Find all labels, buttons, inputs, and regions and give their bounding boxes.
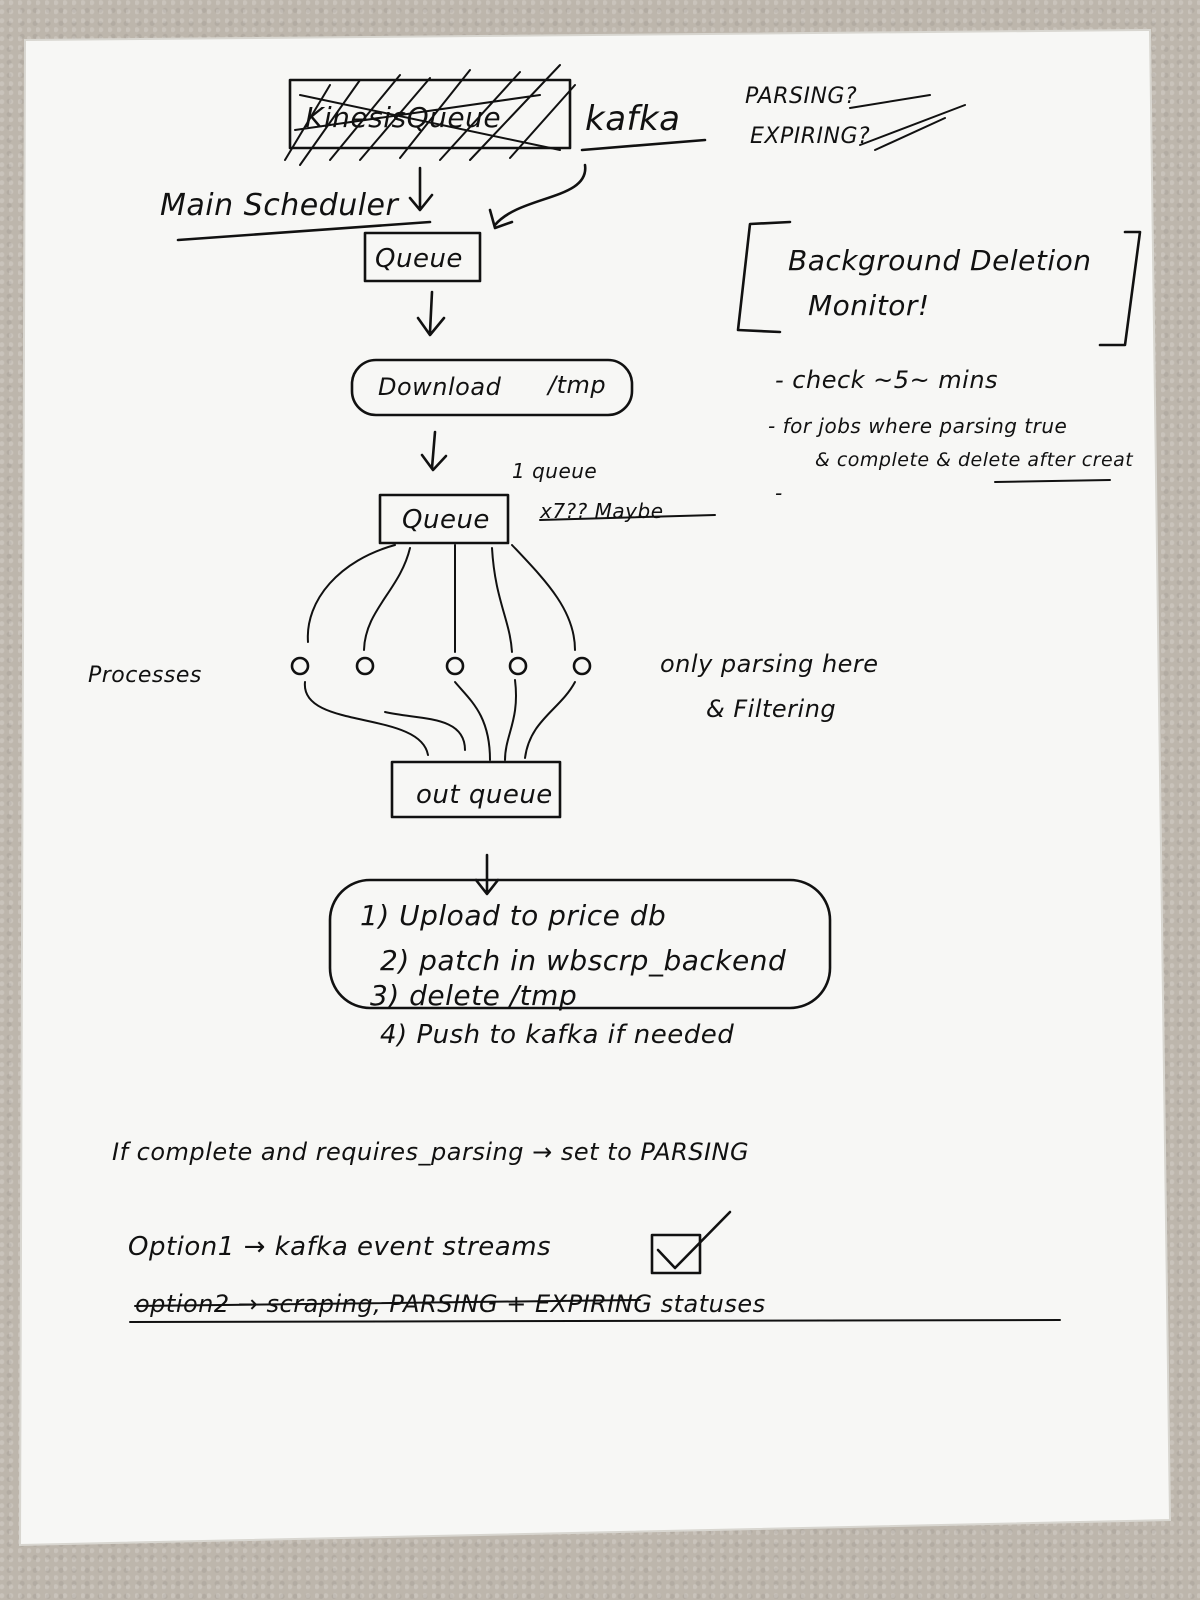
process-nodes [290, 656, 592, 676]
main-scheduler-label: Main Scheduler [160, 188, 400, 223]
download-path: /tmp [546, 371, 606, 399]
step-3: 3) delete /tmp [370, 979, 577, 1012]
background-title-line1: Background Deletion [788, 244, 1092, 277]
out-queue-label: out queue [416, 780, 553, 810]
out-queue-box [390, 760, 562, 819]
if-line: If complete and requires_parsing → set t… [112, 1138, 749, 1166]
background-bullet-2: - for jobs where parsing true [768, 414, 1067, 438]
crossed-word-box [288, 78, 572, 150]
arrow-to-queue-mid [420, 430, 448, 472]
option2-underline [129, 1319, 1061, 1323]
queue-mid-label: Queue [402, 505, 490, 535]
kafka-underline [580, 138, 707, 152]
option1-text: Option1 → kafka event streams [128, 1232, 551, 1262]
background-bullet-3: & complete & delete after creat [815, 449, 1134, 471]
step-4: 4) Push to kafka if needed [380, 1020, 734, 1050]
download-box [350, 358, 634, 417]
crossed-out-word: KinesisQueue [284, 64, 576, 166]
arrow-to-download [416, 290, 446, 337]
queue-note-strike [539, 514, 716, 521]
process-node [290, 656, 310, 676]
fan-in-lines [303, 679, 576, 761]
background-title-line2: Monitor! [808, 289, 930, 322]
step-1: 1) Upload to price db [360, 899, 666, 932]
background-bullet-4: - [775, 481, 783, 505]
queue-mid-box [378, 493, 510, 545]
fan-out-lines [306, 544, 576, 653]
queue-top-label: Queue [375, 244, 463, 274]
kafka-arrow [488, 163, 587, 230]
background-bullet-1: - check ~5~ mins [775, 366, 998, 394]
steps-box [328, 878, 832, 1010]
kafka-header: kafka [585, 99, 681, 139]
queue-top-box [363, 231, 482, 283]
step-2: 2) patch in wbscrp_backend [380, 944, 786, 977]
delete-after-underline [994, 479, 1111, 483]
processes-label: Processes [88, 663, 202, 688]
process-node [445, 656, 465, 676]
option1-checkbox [650, 1233, 702, 1275]
processes-note-line2: & Filtering [706, 695, 836, 723]
parsing-status: PARSING? [745, 84, 857, 109]
scheduler-underline [176, 220, 432, 242]
process-node [355, 656, 375, 676]
arrow-to-steps [474, 853, 500, 896]
checkmark-icon [656, 1210, 732, 1270]
background-brackets [736, 220, 1142, 347]
scheduler-arrow [408, 166, 434, 212]
paper-shape [18, 28, 1172, 1547]
expiring-status: EXPIRING? [750, 124, 870, 149]
processes-note-line1: only parsing here [660, 650, 879, 678]
status-strikes [849, 94, 966, 151]
queue-note-line1: 1 queue [512, 459, 597, 483]
process-node [508, 656, 528, 676]
scribble-lines [284, 64, 576, 166]
option2-strike [134, 1299, 641, 1307]
process-node [572, 656, 592, 676]
download-label: Download [378, 373, 502, 401]
